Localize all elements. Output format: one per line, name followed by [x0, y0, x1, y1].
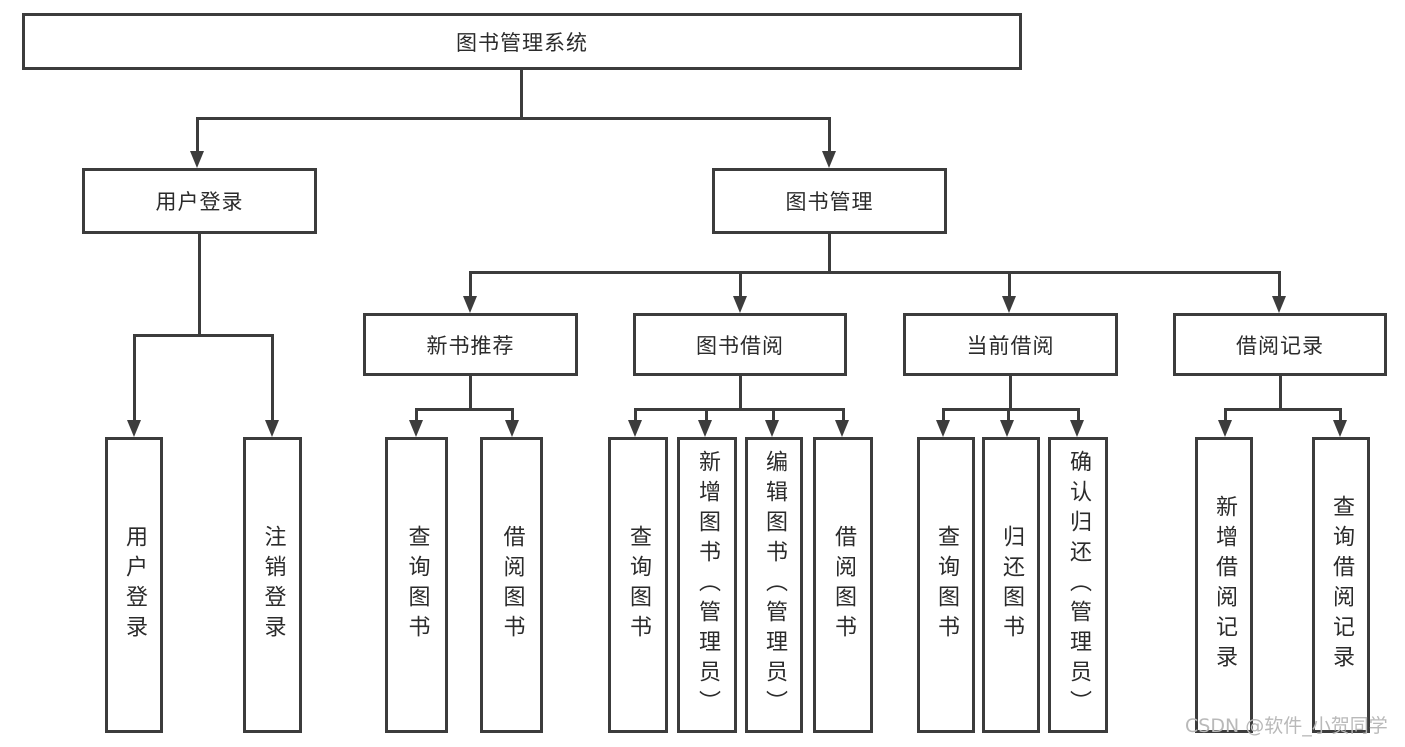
arrowhead-down-icon: [463, 296, 477, 313]
node-return-books: 归还图书: [982, 437, 1040, 733]
connector-hline: [196, 117, 831, 120]
node-label: 新增图书（管理员）: [695, 450, 720, 720]
connector-stem: [271, 334, 274, 420]
connector-hline: [942, 408, 1080, 411]
arrowhead-down-icon: [1218, 420, 1232, 437]
connector-vline: [469, 376, 472, 408]
node-user-login-leaf: 用户登录: [105, 437, 163, 733]
connector-stem: [469, 271, 472, 296]
node-confirm-return-admin: 确认归还（管理员）: [1048, 437, 1108, 733]
arrowhead-down-icon: [628, 420, 642, 437]
connector-stem: [1008, 271, 1011, 296]
node-label: 归还图书: [999, 525, 1024, 645]
connector-stem: [739, 271, 742, 296]
arrowhead-down-icon: [409, 420, 423, 437]
node-label: 查询借阅记录: [1329, 495, 1354, 675]
node-label: 图书管理: [785, 190, 874, 214]
node-label: 借阅图书: [831, 525, 856, 645]
connector-stem: [634, 408, 637, 420]
connector-vline: [520, 70, 523, 117]
arrowhead-down-icon: [835, 420, 849, 437]
node-label: 新书推荐: [426, 333, 515, 358]
node-label: 新增借阅记录: [1212, 495, 1237, 675]
connector-hline: [1224, 408, 1342, 411]
node-add-borrow-record: 新增借阅记录: [1195, 437, 1253, 733]
connector-vline: [739, 376, 742, 408]
node-label: 确认归还（管理员）: [1066, 450, 1091, 720]
arrowhead-down-icon: [127, 420, 141, 437]
node-label: 编辑图书（管理员）: [762, 450, 787, 720]
connector-vline: [1009, 376, 1012, 408]
arrowhead-down-icon: [698, 420, 712, 437]
node-logout: 注销登录: [243, 437, 302, 733]
connector-hline: [415, 408, 514, 411]
arrowhead-down-icon: [822, 151, 836, 168]
node-label: 图书借阅: [696, 333, 784, 358]
node-label: 查询图书: [404, 525, 430, 645]
connector-stem: [1077, 408, 1080, 420]
arrowhead-down-icon: [1002, 296, 1016, 313]
connector-stem: [828, 117, 831, 151]
node-label: 用户登录: [122, 525, 147, 645]
connector-stem: [196, 117, 199, 151]
connector-stem: [772, 408, 775, 420]
arrowhead-down-icon: [936, 420, 950, 437]
connector-vline: [1279, 376, 1282, 408]
arrowhead-down-icon: [765, 420, 779, 437]
node-book-borrowing: 图书借阅: [633, 313, 847, 376]
connector-stem: [1007, 408, 1010, 420]
node-borrowing-records: 借阅记录: [1173, 313, 1387, 376]
connector-stem: [1224, 408, 1227, 420]
node-library-management-system: 图书管理系统: [22, 13, 1022, 70]
node-edit-books-admin: 编辑图书（管理员）: [745, 437, 803, 733]
connector-hline: [133, 334, 274, 337]
node-query-borrow-record: 查询借阅记录: [1312, 437, 1370, 733]
connector-stem: [1278, 271, 1281, 296]
node-label: 当前借阅: [966, 333, 1055, 358]
watermark: CSDN @软件_小贺同学: [1185, 715, 1388, 737]
node-label: 用户登录: [155, 190, 244, 214]
node-label: 查询图书: [934, 525, 959, 645]
node-new-book-recommendation: 新书推荐: [363, 313, 578, 376]
connector-stem: [1339, 408, 1342, 420]
arrowhead-down-icon: [1333, 420, 1347, 437]
node-borrow-books-leaf: 借阅图书: [813, 437, 873, 733]
node-label: 借阅记录: [1236, 333, 1324, 358]
connector-stem: [133, 334, 136, 420]
node-label: 图书管理系统: [456, 30, 588, 55]
node-book-management: 图书管理: [712, 168, 947, 234]
connector-stem: [511, 408, 514, 420]
arrowhead-down-icon: [265, 420, 279, 437]
connector-vline: [198, 234, 201, 334]
connector-vline: [828, 234, 831, 271]
connector-stem: [842, 408, 845, 420]
arrowhead-down-icon: [190, 151, 204, 168]
connector-hline: [634, 408, 845, 411]
arrowhead-down-icon: [1070, 420, 1084, 437]
node-label: 查询图书: [626, 525, 651, 645]
node-query-books-current: 查询图书: [917, 437, 975, 733]
node-user-login: 用户登录: [82, 168, 317, 234]
node-label: 借阅图书: [499, 525, 525, 645]
arrowhead-down-icon: [1000, 420, 1014, 437]
node-query-books-borrowing: 查询图书: [608, 437, 668, 733]
arrowhead-down-icon: [1272, 296, 1286, 313]
connector-stem: [942, 408, 945, 420]
node-query-books-recommend: 查询图书: [385, 437, 448, 733]
node-add-books-admin: 新增图书（管理员）: [677, 437, 737, 733]
arrowhead-down-icon: [733, 296, 747, 313]
node-label: 注销登录: [260, 525, 286, 645]
arrowhead-down-icon: [505, 420, 519, 437]
node-current-borrowing: 当前借阅: [903, 313, 1118, 376]
connector-stem: [705, 408, 708, 420]
node-borrow-books-recommend: 借阅图书: [480, 437, 543, 733]
connector-hline: [469, 271, 1281, 274]
connector-stem: [415, 408, 418, 420]
